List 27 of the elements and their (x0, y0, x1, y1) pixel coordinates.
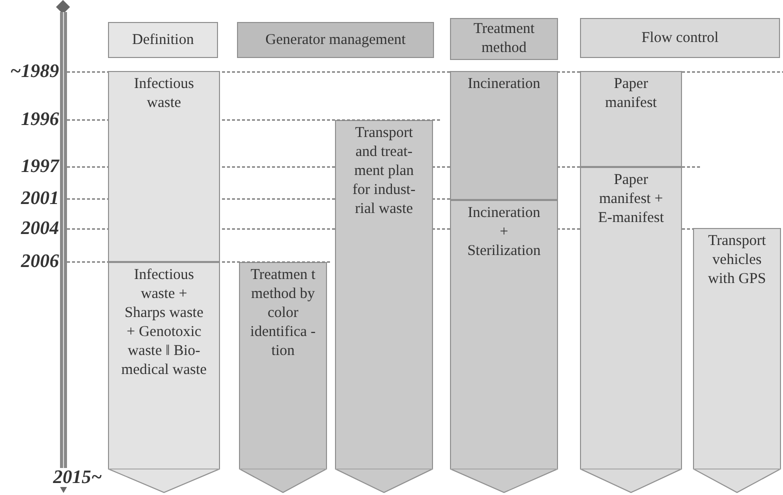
box-label: Generator management (265, 30, 406, 50)
box-label: Incineration (468, 75, 540, 94)
box-label: Infectious waste + Sharps waste + Genotoxic waste ‖ Bio-medical waste (120, 266, 208, 380)
timeline-box (580, 71, 682, 167)
box-label: Transport and treat- ment plan for indust- rial waste (352, 124, 416, 219)
box-label: Infectious waste (133, 75, 195, 113)
box-label: Treatmen t method by color identifica -tion (249, 266, 317, 361)
chevron-box (239, 262, 327, 493)
box-label: Flow control (641, 28, 719, 48)
box-label: Treatment method (472, 20, 536, 58)
box-label: Definition (132, 30, 194, 50)
chevron-box (450, 200, 558, 493)
column-header (580, 18, 780, 58)
chevron-box (335, 120, 433, 493)
box-label: Incineration + Sterilization (466, 204, 542, 261)
chevron-box (693, 228, 781, 493)
timeline-box (450, 71, 558, 200)
chevron-box (580, 167, 682, 493)
box-label: Transport vehicles with GPS (707, 232, 767, 289)
column-header (450, 18, 558, 60)
column-header (108, 22, 218, 58)
box-label: Paper manifest + E-manifest (597, 171, 665, 228)
timeline-box (108, 71, 220, 262)
chevron-box (108, 262, 220, 493)
column-header (237, 22, 434, 58)
year-label: 2015~ (53, 468, 103, 487)
box-label: Paper manifest (604, 75, 658, 113)
